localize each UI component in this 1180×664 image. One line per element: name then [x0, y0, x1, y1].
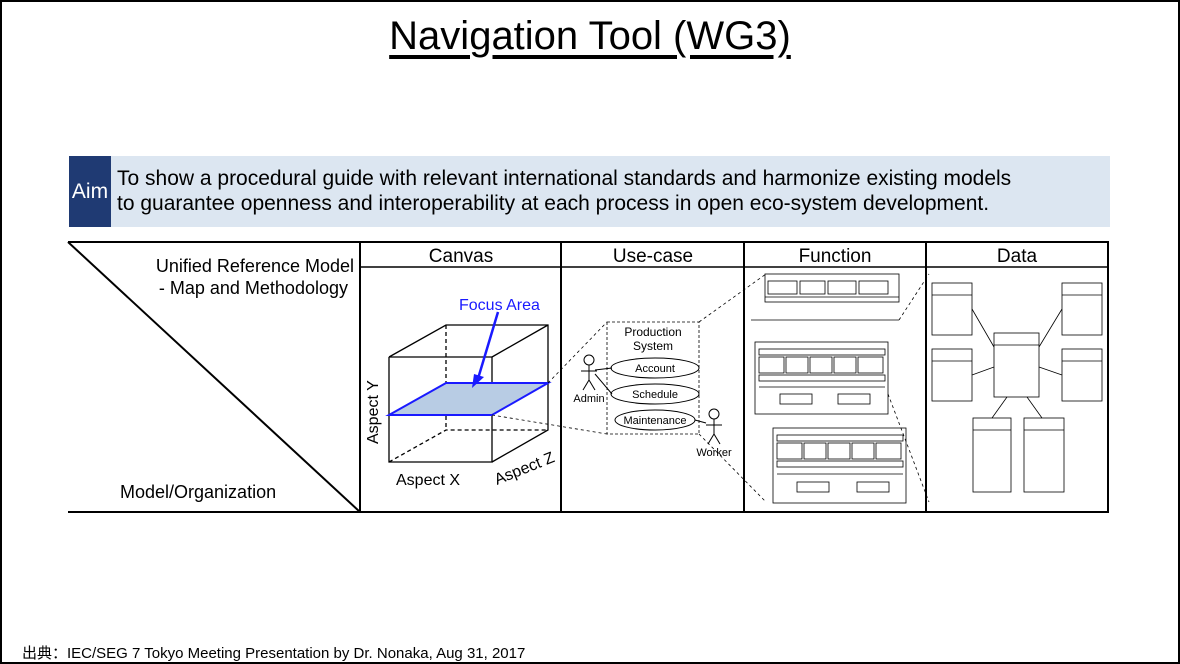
aspect-z-label: Aspect Z	[492, 449, 557, 488]
aspect-y-label: Aspect Y	[365, 380, 382, 444]
usecase-system-line2: System	[633, 339, 673, 353]
aim-text-line1: To show a procedural guide with relevant…	[117, 167, 1012, 190]
focus-plane	[385, 382, 552, 416]
aim-label: Aim	[69, 156, 111, 227]
focus-arrow-line	[475, 311, 500, 383]
canvas-cube	[388, 324, 549, 463]
aspect-x-label: Aspect X	[396, 472, 460, 489]
corner-top-line2: - Map and Methodology	[159, 278, 348, 298]
usecase-connector-high	[698, 273, 767, 323]
source-citation: 出典：IEC/SEG 7 Tokyo Meeting Presentation …	[22, 645, 526, 662]
function-architecture-diagram	[751, 273, 907, 504]
usecase-maintenance: Maintenance	[624, 415, 687, 427]
admin-actor-icon	[581, 354, 613, 395]
cube-top-edge	[491, 324, 549, 358]
actor-worker-label: Worker	[696, 447, 732, 459]
corner-bottom-label: Model/Organization	[120, 482, 276, 502]
worker-actor-icon	[694, 408, 722, 445]
page-title: Navigation Tool (WG3)	[389, 14, 791, 58]
aim-banner: Aim To show a procedural guide with rele…	[69, 156, 1110, 227]
column-header-data: Data	[997, 246, 1038, 267]
focus-arrow-head	[472, 374, 484, 388]
focus-connector-low	[491, 414, 608, 435]
usecase-schedule: Schedule	[632, 389, 678, 401]
focus-area-label: Focus Area	[459, 297, 540, 314]
column-header-function: Function	[799, 246, 872, 267]
usecase-system-line1: Production	[624, 325, 681, 339]
usecase-ellipse-schedule	[610, 383, 700, 405]
cube-hidden-edges	[388, 429, 548, 463]
data-class-diagram	[931, 282, 1103, 493]
column-header-use-case: Use-case	[613, 246, 693, 267]
usecase-connector-low	[698, 433, 767, 503]
column-header-canvas: Canvas	[429, 246, 493, 267]
function-connector-high	[898, 273, 930, 321]
focus-connector-high	[547, 321, 608, 384]
corner-top-line1: Unified Reference Model	[156, 256, 354, 276]
function-connector-low	[887, 393, 930, 503]
usecase-account: Account	[635, 363, 675, 375]
aim-text: To show a procedural guide with relevant…	[117, 166, 1104, 216]
corner-diagonal	[67, 241, 361, 513]
aim-text-line2: to guarantee openness and interoperabili…	[117, 192, 990, 215]
actor-admin-label: Admin	[573, 393, 604, 405]
